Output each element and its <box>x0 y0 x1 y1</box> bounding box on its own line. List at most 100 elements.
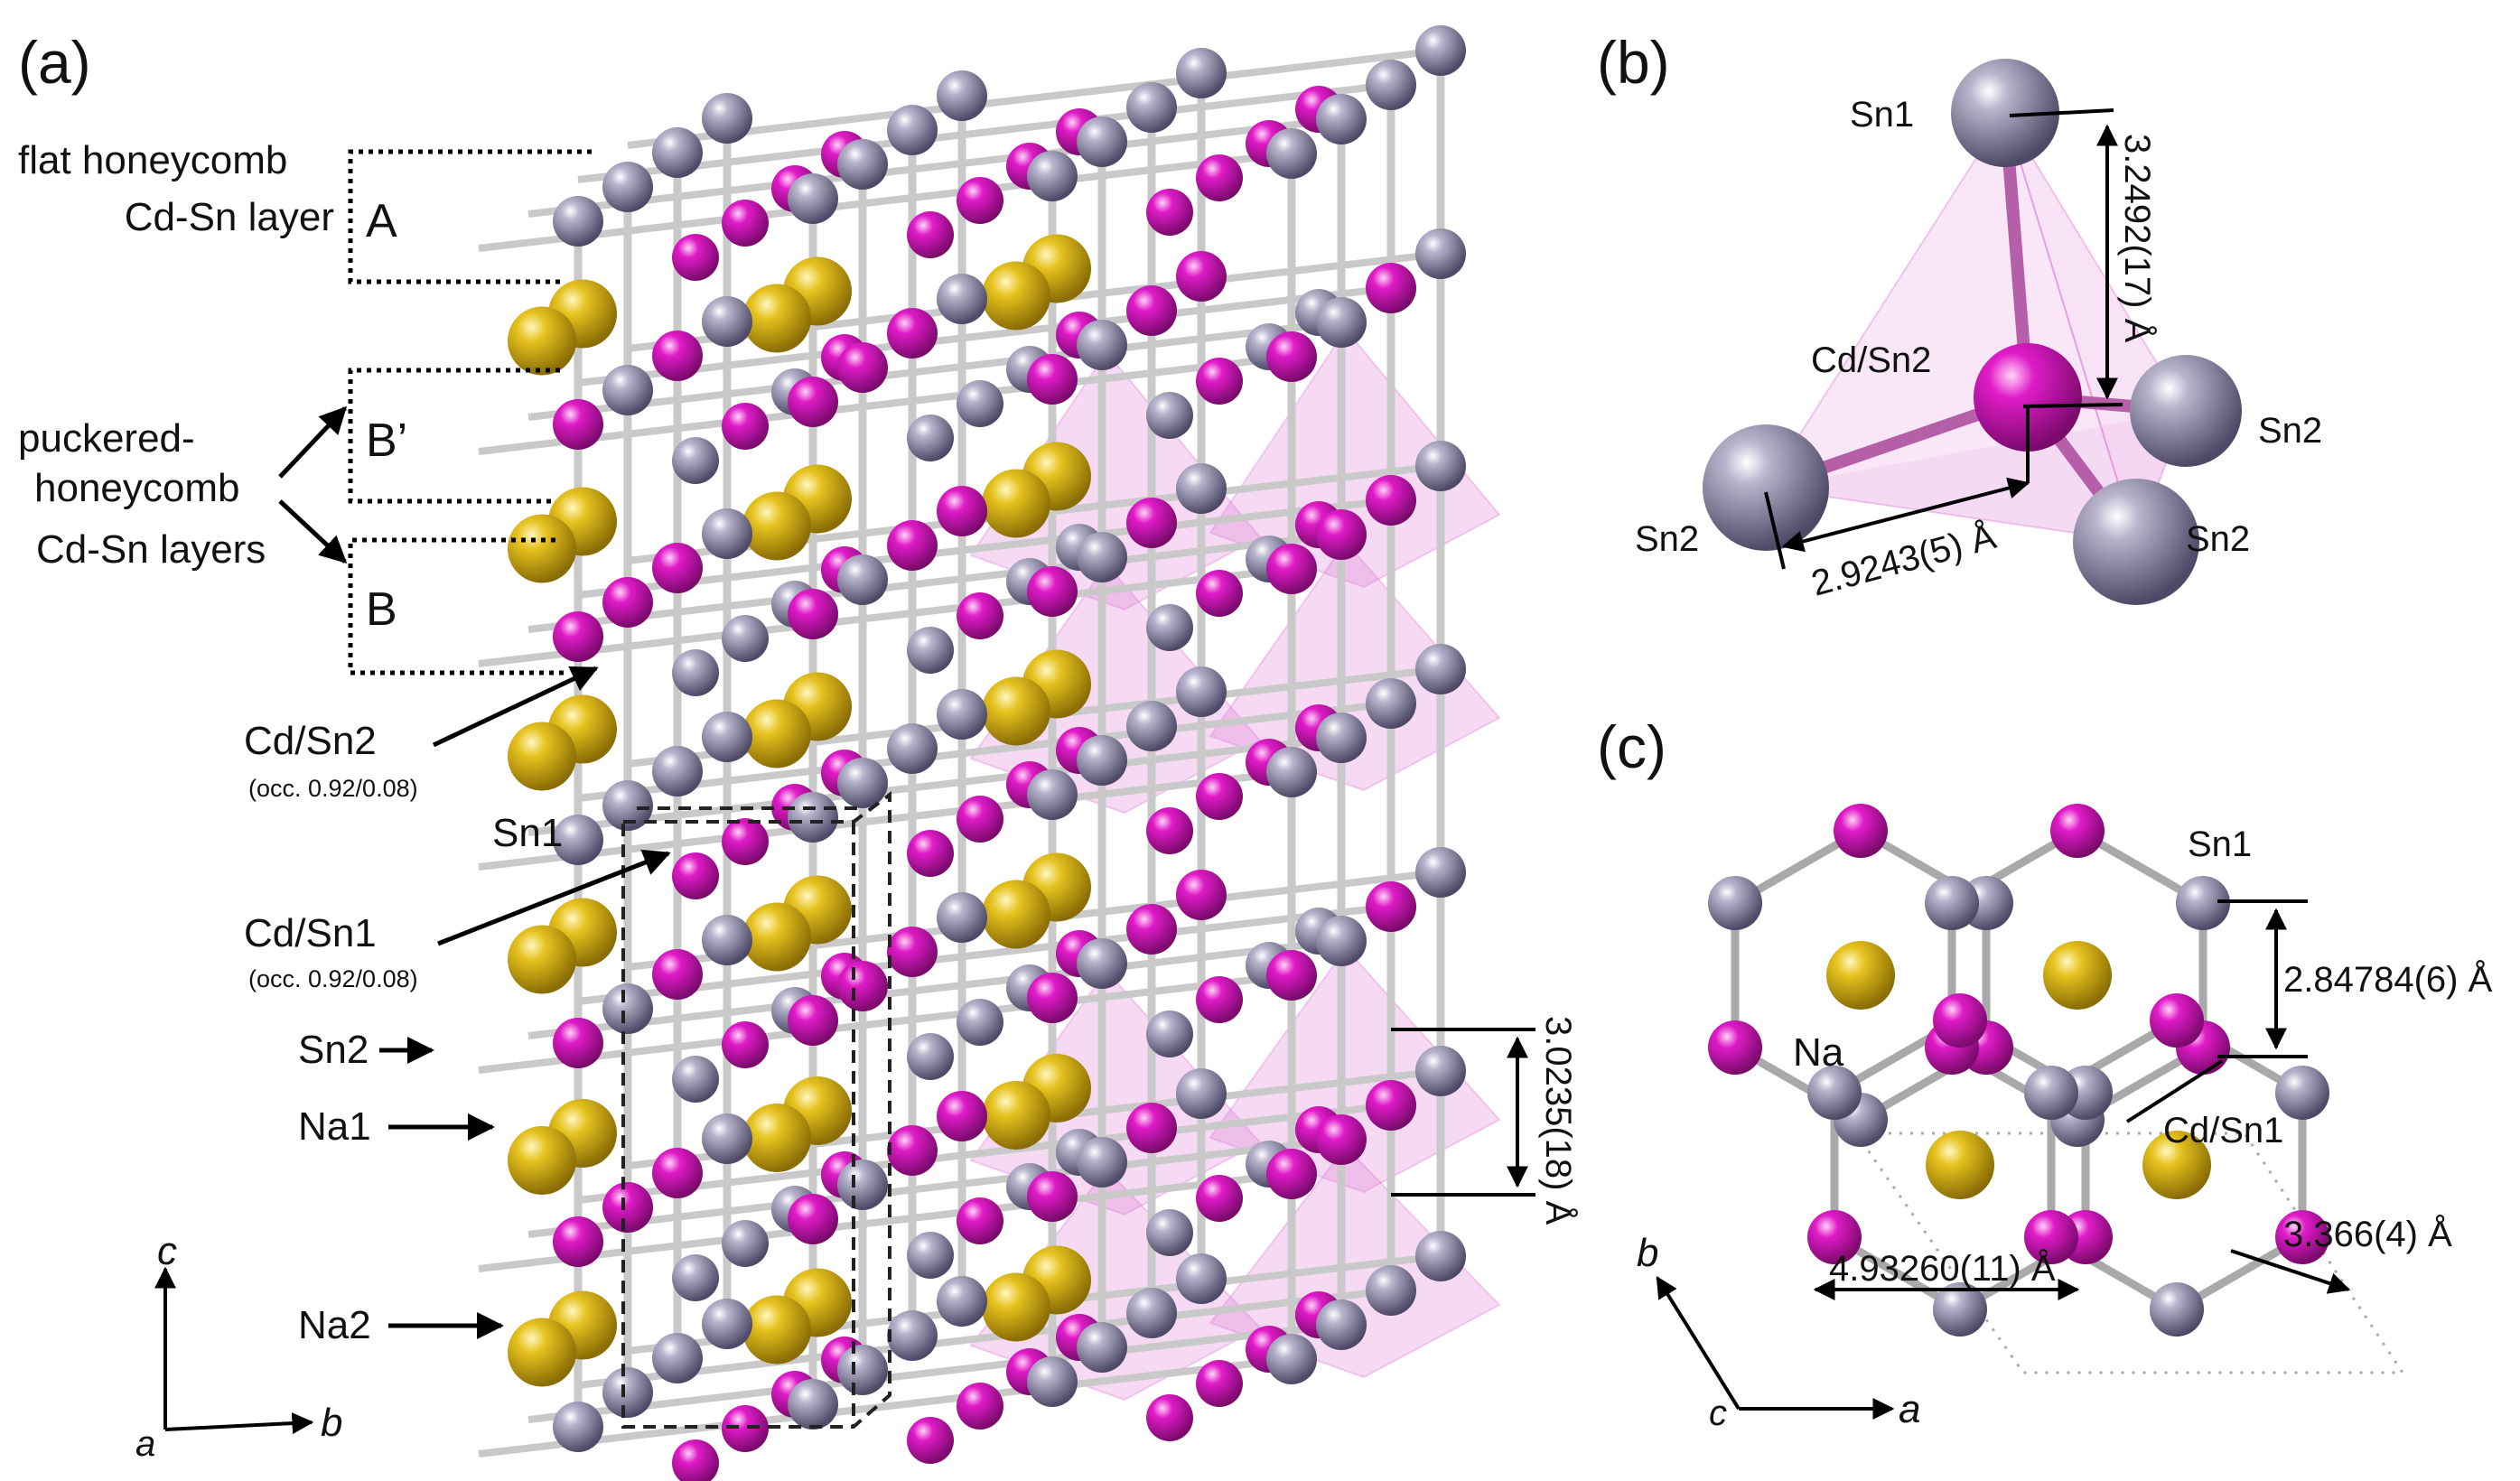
sn-atom <box>1077 735 1127 786</box>
panel-b-tetrahedron: (b) Sn1 Cd/Sn2 Sn2 Sn2 Sn2 <box>1597 29 2322 605</box>
atom <box>672 437 719 484</box>
sn-atom <box>652 1333 703 1383</box>
cd-atom <box>602 577 653 628</box>
na-atom <box>508 514 576 583</box>
sn-atom <box>1316 94 1367 144</box>
sn-atom <box>788 792 838 843</box>
cd-atom <box>1027 566 1078 617</box>
distance-markers-c <box>1813 899 2351 1300</box>
atom <box>1196 773 1243 820</box>
cd-atom <box>1176 251 1227 302</box>
bond <box>577 81 1392 183</box>
layer-Bprime-label: B’ <box>366 414 407 467</box>
na-atom <box>2142 1131 2211 1199</box>
bond <box>527 1136 1342 1238</box>
flat-layer-label-2: Cd-Sn layer <box>125 195 334 239</box>
cd-atom <box>1708 1020 1762 1075</box>
na-atom <box>742 1104 811 1172</box>
cd-atom <box>2050 804 2105 858</box>
sn-atom <box>553 815 603 865</box>
cd-atom <box>1126 498 1177 548</box>
sn-atom <box>1266 128 1317 179</box>
sn-atom <box>1415 1046 1466 1096</box>
sn-atom <box>1415 441 1466 491</box>
sn-atom <box>1077 1322 1127 1373</box>
sn-atom <box>553 196 603 247</box>
cd-atom <box>1126 904 1177 955</box>
na-atom <box>742 491 811 561</box>
sn-atom <box>1366 60 1416 110</box>
bond <box>478 1355 1293 1458</box>
cdsn1-occ-label: (occ. 0.92/0.08) <box>248 965 418 992</box>
atom <box>1196 1360 1243 1407</box>
cd-atom <box>1316 509 1367 560</box>
bond <box>478 353 1293 455</box>
sn2-label-b-left: Sn2 <box>1635 519 1699 559</box>
sn-atom <box>1027 769 1078 820</box>
atom <box>722 1405 769 1452</box>
axes-c <box>1656 1275 1895 1420</box>
cd-atom <box>1027 1171 1078 1222</box>
cd-atom <box>553 1018 603 1068</box>
sn-atom <box>1807 1066 1862 1120</box>
distance-label-a: 3.0235(18) Å <box>1538 1016 1579 1225</box>
cd-atom <box>1266 950 1317 1001</box>
cd-atom <box>1366 475 1416 526</box>
axis-b-c: b <box>1637 1231 1658 1275</box>
sn-atom <box>1077 1137 1127 1188</box>
cd-atom <box>602 1182 653 1233</box>
bond <box>577 903 1392 1005</box>
sn-atom <box>553 1402 603 1452</box>
cd-atom <box>788 589 838 639</box>
cd-atom <box>887 308 938 359</box>
cd-atom <box>887 927 938 977</box>
sn-atom <box>1415 1231 1466 1281</box>
cd-atom <box>553 1216 603 1267</box>
sn-atom <box>937 1276 987 1327</box>
sn-atom <box>2275 1066 2329 1120</box>
na-atom <box>1926 1131 1994 1199</box>
cd-atom <box>1366 881 1416 932</box>
sn-atom <box>2176 876 2230 930</box>
distance-label-c-diag: 3.366(4) Å <box>2283 1214 2452 1254</box>
bond <box>527 531 1342 633</box>
bond <box>577 1102 1392 1204</box>
axis-a-a: a <box>135 1424 155 1464</box>
atom <box>672 852 719 899</box>
sn-atom <box>788 173 838 224</box>
cd-atom <box>652 543 703 593</box>
atom <box>1146 189 1193 236</box>
panel-b-label: (b) <box>1597 29 1670 96</box>
puckered-label-2: honeycomb <box>34 466 239 510</box>
sn-atom <box>937 892 987 943</box>
bond <box>527 116 1342 218</box>
cd-atom <box>887 1125 938 1176</box>
atom <box>672 234 719 281</box>
atom <box>672 649 719 696</box>
sn1-label-a: Sn1 <box>492 811 563 855</box>
sn-atom <box>2024 1066 2078 1120</box>
sn-atom <box>652 127 703 178</box>
cdsn2-label-b: Cd/Sn2 <box>1811 340 1931 380</box>
sn2-atom-b-left <box>1703 424 1829 551</box>
atom <box>1196 570 1243 617</box>
sn-atom <box>887 1310 938 1361</box>
distance-label-c-vertical: 2.84784(6) Å <box>2283 959 2493 1000</box>
sn-atom <box>702 1299 752 1349</box>
sn-atom <box>1366 678 1416 729</box>
bond <box>478 768 1293 871</box>
na-atom <box>982 1272 1050 1342</box>
sn-atom <box>602 1367 653 1418</box>
sn-atom <box>1126 1288 1177 1338</box>
cdsn2-label-a: Cd/Sn2 <box>244 719 377 763</box>
cd-atom <box>652 949 703 1000</box>
bond <box>627 47 1442 149</box>
sn-atom <box>1077 320 1127 370</box>
layer-brackets <box>348 149 592 675</box>
na-atom <box>508 1126 576 1195</box>
distance-label-c-horizontal: 4.93260(11) Å <box>1829 1248 2056 1289</box>
sn-atom <box>837 758 888 808</box>
cd-atom <box>837 342 888 393</box>
sn-atom <box>1126 82 1177 133</box>
sn-atom <box>702 93 752 144</box>
